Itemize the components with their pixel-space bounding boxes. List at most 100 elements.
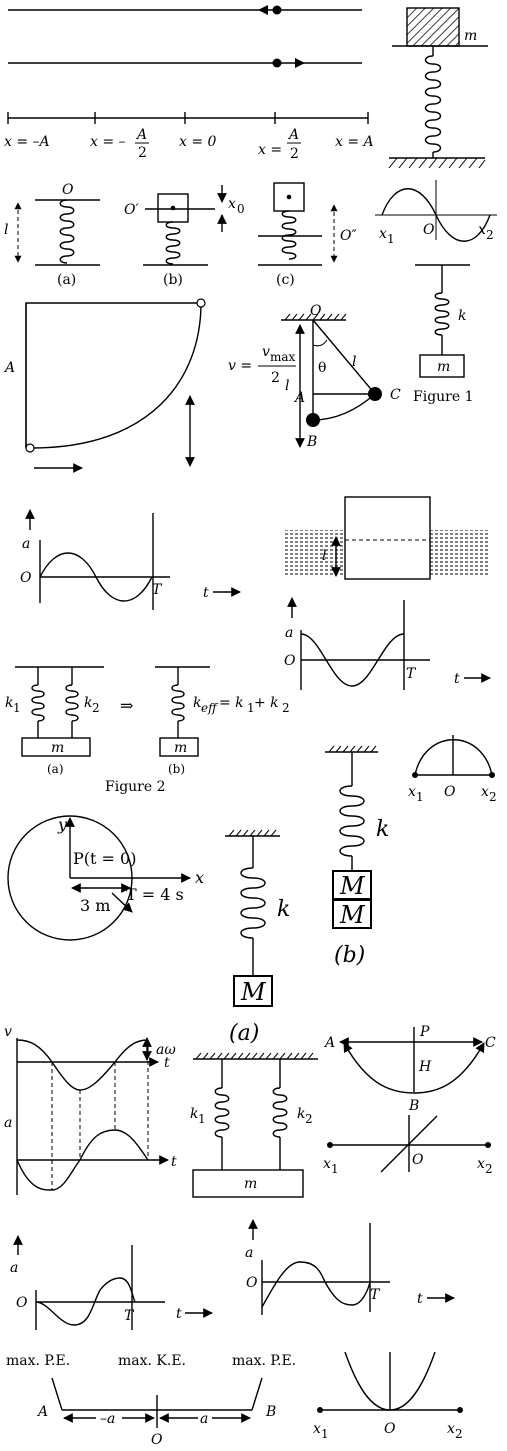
- svg-text:eff: eff: [201, 701, 219, 715]
- svg-text:+ k: + k: [254, 695, 279, 711]
- spring-keff: [171, 684, 185, 722]
- svg-text:t: t: [176, 1306, 182, 1322]
- svg-text:A: A: [287, 127, 299, 143]
- svg-text:2: 2: [485, 1162, 493, 1176]
- svg-text:1: 1: [416, 790, 424, 804]
- svg-text:a: a: [200, 1411, 208, 1427]
- svg-text:(b): (b): [163, 272, 183, 288]
- energy-panel: max. P.E. max. K.E. max. P.E. A B –a a O: [6, 1353, 296, 1448]
- svg-text:O′: O′: [124, 202, 139, 218]
- svg-text:m: m: [437, 359, 450, 375]
- accel-graph-1: a O T t: [20, 509, 241, 610]
- svg-text:t: t: [417, 1291, 423, 1307]
- svg-text:O: O: [20, 570, 32, 586]
- svg-text:k: k: [5, 695, 13, 711]
- accel-graph-3: a O T t: [10, 1235, 213, 1330]
- parallel-springs-panel: k 1 k 2 m: [190, 1052, 318, 1198]
- svg-text:A: A: [135, 127, 147, 143]
- svg-text:2: 2: [271, 370, 280, 386]
- svg-text:x: x: [323, 1156, 331, 1172]
- svg-text:2: 2: [92, 701, 100, 715]
- quarter-track-panel: A v = v max 2: [3, 298, 296, 473]
- svg-text:P(t = 0): P(t = 0): [73, 849, 136, 868]
- svg-text:C: C: [390, 387, 401, 403]
- svg-text:k: k: [458, 308, 466, 324]
- svg-text:M: M: [240, 978, 267, 1006]
- label-minus-half-A: x = –: [90, 134, 126, 150]
- svg-text:aω: aω: [156, 1042, 176, 1058]
- svg-text:a: a: [285, 625, 293, 641]
- spring-b: [165, 221, 181, 265]
- spring: [240, 867, 266, 939]
- svg-text:A: A: [3, 360, 15, 376]
- svg-text:x: x: [195, 868, 204, 887]
- floating-block-panel: l: [283, 496, 488, 580]
- cross-panel: x 1 O x 2: [323, 1115, 493, 1176]
- svg-text:2: 2: [455, 1427, 463, 1441]
- svg-text:B: B: [265, 1404, 276, 1420]
- svg-text:y: y: [57, 815, 68, 834]
- svg-text:2: 2: [486, 228, 494, 242]
- svg-text:O: O: [62, 182, 74, 198]
- svg-text:max. K.E.: max. K.E.: [118, 1353, 186, 1369]
- svg-text:a: a: [22, 536, 30, 552]
- spring-two-masses-panel: k M M (b): [325, 745, 389, 968]
- label-half-A: x =: [258, 142, 282, 158]
- svg-text:P: P: [419, 1024, 430, 1040]
- figure-1-caption: Figure 1: [413, 389, 474, 405]
- parabola-panel: x 1 O x 2: [313, 1351, 463, 1441]
- svg-text:O: O: [444, 784, 456, 800]
- svg-text:1: 1: [13, 701, 21, 715]
- spring-k1: [31, 684, 45, 722]
- svg-text:2: 2: [138, 145, 147, 161]
- sine-displacement-panel: x 1 O x 2: [375, 180, 497, 246]
- svg-text:θ: θ: [318, 360, 326, 376]
- block: [344, 496, 431, 580]
- figure-1: k m Figure 1: [413, 264, 474, 405]
- svg-text:⇒: ⇒: [120, 696, 133, 715]
- right-arrowhead: [295, 58, 305, 68]
- shm-line-panel: x = –A x = – A 2 x = 0 x = A 2 x = A: [4, 5, 374, 162]
- svg-text:A: A: [293, 390, 305, 406]
- svg-text:H: H: [418, 1059, 432, 1075]
- svg-text:x: x: [477, 1156, 485, 1172]
- svg-text:1: 1: [247, 701, 255, 715]
- svg-text:= k: = k: [219, 695, 244, 711]
- figure-2: k 1 k 2 m (a) ⇒ k eff = k 1 + k 2 m (b) …: [5, 666, 290, 795]
- svg-text:2: 2: [282, 701, 290, 715]
- svg-text:a: a: [4, 1115, 12, 1131]
- svg-text:k: k: [193, 695, 201, 711]
- svg-text:1: 1: [331, 1162, 339, 1176]
- svg-text:O: O: [151, 1432, 163, 1448]
- swing-panel: A P C H B: [323, 1024, 496, 1114]
- particle-upper: [272, 5, 282, 15]
- left-arrowhead: [258, 5, 268, 15]
- svg-text:t: t: [454, 671, 460, 687]
- svg-text:O: O: [310, 303, 322, 319]
- svg-text:x: x: [313, 1421, 321, 1437]
- spring-abc-panel: O l (a) O′ x 0 (b) O″ (c): [4, 182, 357, 288]
- svg-text:k: k: [277, 897, 290, 922]
- svg-text:O: O: [16, 1295, 28, 1311]
- svg-text:T: T: [124, 1308, 135, 1324]
- accel-graph-4: a O T t: [245, 1219, 455, 1315]
- spring: [339, 785, 365, 857]
- svg-text:l: l: [352, 354, 356, 370]
- svg-text:x: x: [481, 784, 489, 800]
- svg-text:m: m: [244, 1176, 257, 1192]
- svg-text:O: O: [384, 1421, 396, 1437]
- label-A: x = A: [335, 134, 374, 150]
- svg-text:(a): (a): [47, 762, 64, 776]
- svg-text:T: T: [152, 582, 163, 598]
- svg-text:l: l: [322, 548, 326, 564]
- svg-text:2: 2: [305, 1112, 313, 1126]
- mass-block: [419, 354, 465, 378]
- svg-text:O: O: [246, 1275, 258, 1291]
- svg-text:1: 1: [387, 232, 395, 246]
- svg-text:l: l: [285, 378, 289, 394]
- svg-text:k: k: [297, 1106, 305, 1122]
- svg-text:(b): (b): [168, 762, 185, 776]
- svg-text:B: B: [306, 434, 317, 450]
- svg-text:max: max: [270, 350, 296, 364]
